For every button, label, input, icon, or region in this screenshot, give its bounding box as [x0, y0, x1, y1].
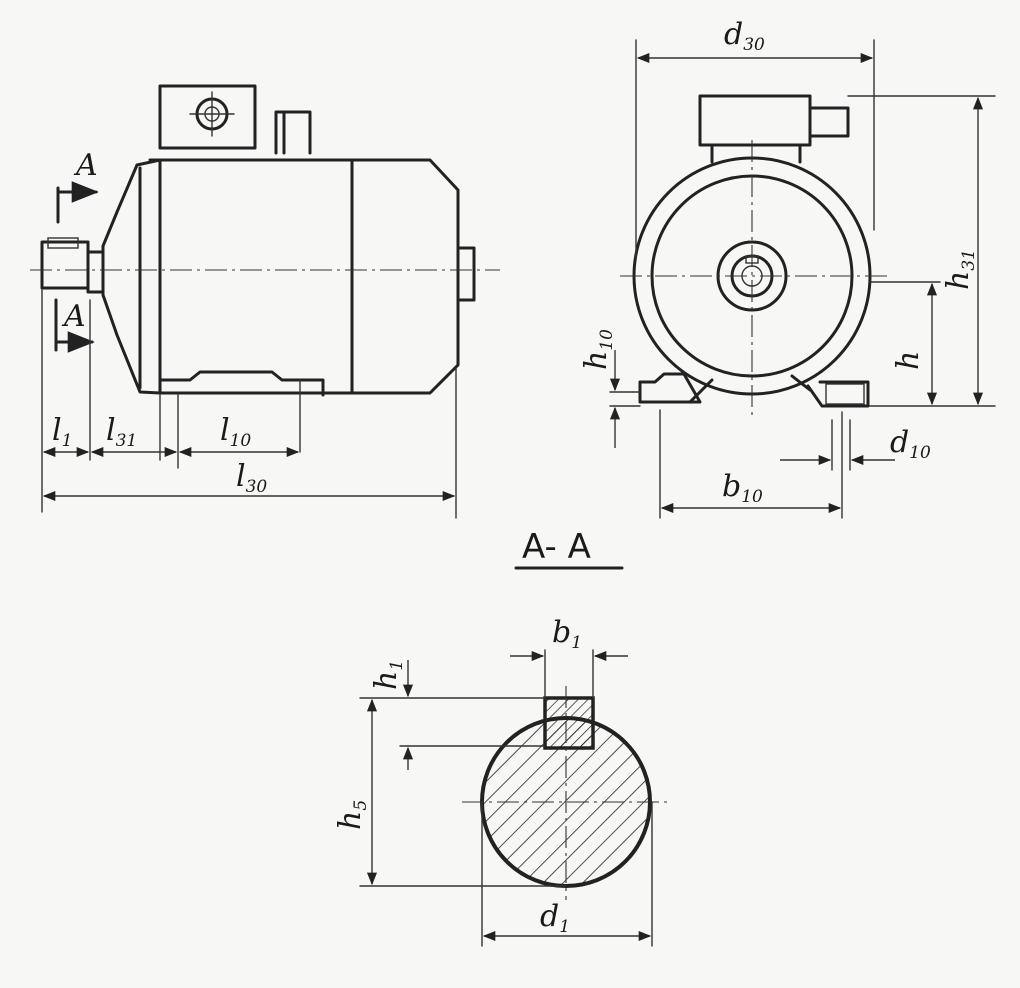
key	[543, 696, 595, 750]
dim-label-d10: d10	[890, 425, 931, 463]
dim-label-b10: b10	[722, 469, 763, 507]
front-feet	[638, 372, 870, 408]
dim-label-d1: d1	[540, 899, 570, 937]
section-marker-bottom: A	[54, 298, 95, 353]
front-view: d30 h31 h h10 d10 b10	[579, 17, 996, 519]
dim-label-h10: h10	[579, 329, 617, 370]
motor-body	[148, 158, 460, 395]
rear-boss	[456, 246, 476, 302]
dim-label-h5: h5	[333, 800, 371, 830]
terminal-box-front	[698, 94, 850, 164]
section-letter: A	[61, 299, 86, 334]
end-shield	[101, 158, 162, 395]
section-view: A- A b1 h1 h5 d1	[333, 527, 672, 947]
cable-gland	[274, 110, 312, 155]
dim-label-h1: h1	[369, 660, 407, 690]
dim-label-h31: h31	[941, 249, 979, 290]
terminal-box	[158, 84, 257, 150]
dim-label-l31: l31	[106, 413, 137, 451]
dim-label-l1: l1	[52, 413, 72, 451]
section-letter: A	[73, 148, 98, 183]
shaft	[40, 237, 105, 294]
foot	[158, 370, 325, 397]
section-title: A- A	[522, 527, 591, 567]
dim-label-l10: l10	[220, 413, 251, 451]
side-view: A A l1 l31 l10 l30	[30, 84, 500, 519]
dim-label-d30: d30	[724, 17, 765, 55]
dim-label-l30: l30	[236, 459, 267, 497]
dim-label-b1: b1	[552, 615, 582, 653]
dim-label-h: h	[891, 351, 926, 370]
section-marker-top: A	[56, 148, 99, 224]
